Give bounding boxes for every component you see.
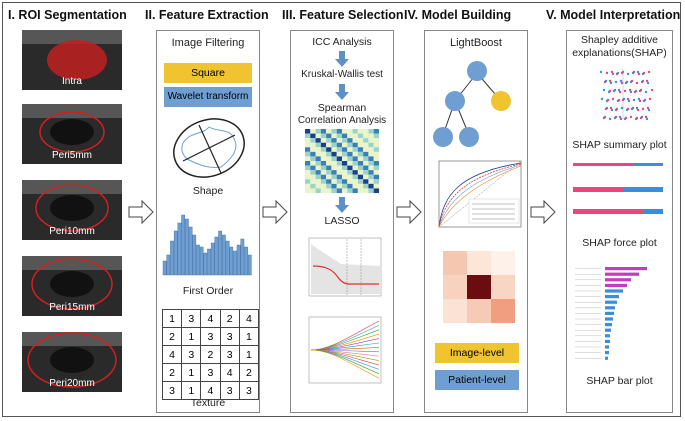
texture-cell: 2 <box>238 363 260 382</box>
shape-ellipse-icon <box>173 118 245 178</box>
patient-level-box: Patient-level <box>435 370 519 390</box>
texture-cell: 1 <box>161 309 183 328</box>
interpretation-panel: Shapley additive explanations(SHAP) SHAP… <box>566 30 673 413</box>
roi-label: Peri5mm <box>51 150 92 161</box>
correlation-analysis-label: Correlation Analysis <box>297 115 387 126</box>
texture-cell: 1 <box>181 363 202 382</box>
texture-cell: 3 <box>181 309 202 328</box>
shap-title-line1: Shapley additive <box>580 34 659 46</box>
first-order-histogram-icon <box>162 214 252 276</box>
roi-label: Peri15mm <box>49 302 95 313</box>
icc-analysis-label: ICC Analysis <box>312 36 372 48</box>
shap-force-plot-icon <box>573 163 663 214</box>
shap-summary-label: SHAP summary plot <box>572 139 667 151</box>
roi-label: Peri20mm <box>49 378 95 389</box>
correlation-heatmap-icon <box>305 129 379 193</box>
selection-panel: ICC Analysis Kruskal-Wallis test Spearma… <box>290 30 394 413</box>
roi-panel: Intra Peri5mm Peri10mm Peri15mm Peri20mm <box>22 30 126 413</box>
down-arrow-icon <box>335 51 349 67</box>
spearman-label: Spearman <box>317 102 367 114</box>
lasso-label: LASSO <box>324 215 360 227</box>
texture-cell: 3 <box>181 345 202 364</box>
figure-frame <box>2 2 681 417</box>
down-arrow-icon <box>335 84 349 100</box>
model-panel: LightBoost <box>424 30 528 413</box>
texture-cell: 2 <box>161 327 183 346</box>
image-level-box: Image-level <box>435 343 519 363</box>
texture-label: Texture <box>190 397 226 409</box>
header-roi-segmentation: I. ROI Segmentation <box>8 8 127 22</box>
extraction-panel: Image Filtering Square Wavelet transform… <box>156 30 260 413</box>
roc-curve-icon <box>438 160 522 228</box>
texture-cell: 3 <box>200 363 221 382</box>
flow-arrow-4 <box>530 200 556 224</box>
texture-cell: 1 <box>181 327 202 346</box>
texture-cell: 3 <box>219 345 240 364</box>
texture-cell: 2 <box>219 309 240 328</box>
header-model-interpretation: V. Model Interpretation <box>546 8 681 22</box>
lasso-path-plot-icon <box>308 316 382 384</box>
ultrasound-image-peri10: Peri10mm <box>22 180 122 240</box>
roi-label: Peri10mm <box>49 226 95 237</box>
lasso-cv-plot-icon <box>308 237 382 297</box>
ultrasound-image-intra: Intra <box>22 30 122 90</box>
texture-cell: 3 <box>200 327 221 346</box>
shap-summary-plot-icon <box>599 69 654 121</box>
texture-cell: 2 <box>161 363 183 382</box>
down-arrow-icon <box>335 197 349 213</box>
flow-arrow-1 <box>128 200 154 224</box>
header-feature-extraction: II. Feature Extraction <box>145 8 269 22</box>
square-filter-box: Square <box>164 63 252 83</box>
kruskal-wallis-label: Kruskal-Wallis test <box>301 69 383 80</box>
ultrasound-image-peri15: Peri15mm <box>22 256 122 316</box>
texture-cell: 1 <box>238 327 260 346</box>
shap-bar-label: SHAP bar plot <box>586 375 653 387</box>
ultrasound-image-peri20: Peri20mm <box>22 332 122 392</box>
shap-title-line2: explanations(SHAP) <box>572 47 667 59</box>
roi-label: Intra <box>61 76 82 87</box>
filtering-title: Image Filtering <box>171 37 245 49</box>
texture-cell: 3 <box>219 327 240 346</box>
shap-force-label: SHAP force plot <box>582 237 657 249</box>
lightboost-title: LightBoost <box>450 37 502 49</box>
shape-label: Shape <box>192 185 224 197</box>
decision-tree-icon <box>433 61 511 147</box>
texture-cell: 1 <box>238 345 260 364</box>
texture-cell: 4 <box>161 345 183 364</box>
first-order-label: First Order <box>182 285 234 297</box>
flow-arrow-3 <box>396 200 422 224</box>
header-model-building: IV. Model Building <box>404 8 512 22</box>
ultrasound-image-peri5: Peri5mm <box>22 104 122 164</box>
confusion-matrix-icon <box>443 251 515 323</box>
wavelet-filter-box: Wavelet transform <box>164 87 252 107</box>
header-feature-selection: III. Feature Selection <box>282 8 404 22</box>
shap-bar-plot-icon <box>575 267 647 360</box>
flow-arrow-2 <box>262 200 288 224</box>
texture-cell: 4 <box>200 309 221 328</box>
texture-cell: 4 <box>238 309 260 328</box>
texture-cell: 3 <box>238 381 260 400</box>
texture-cell: 2 <box>200 345 221 364</box>
texture-cell: 4 <box>219 363 240 382</box>
